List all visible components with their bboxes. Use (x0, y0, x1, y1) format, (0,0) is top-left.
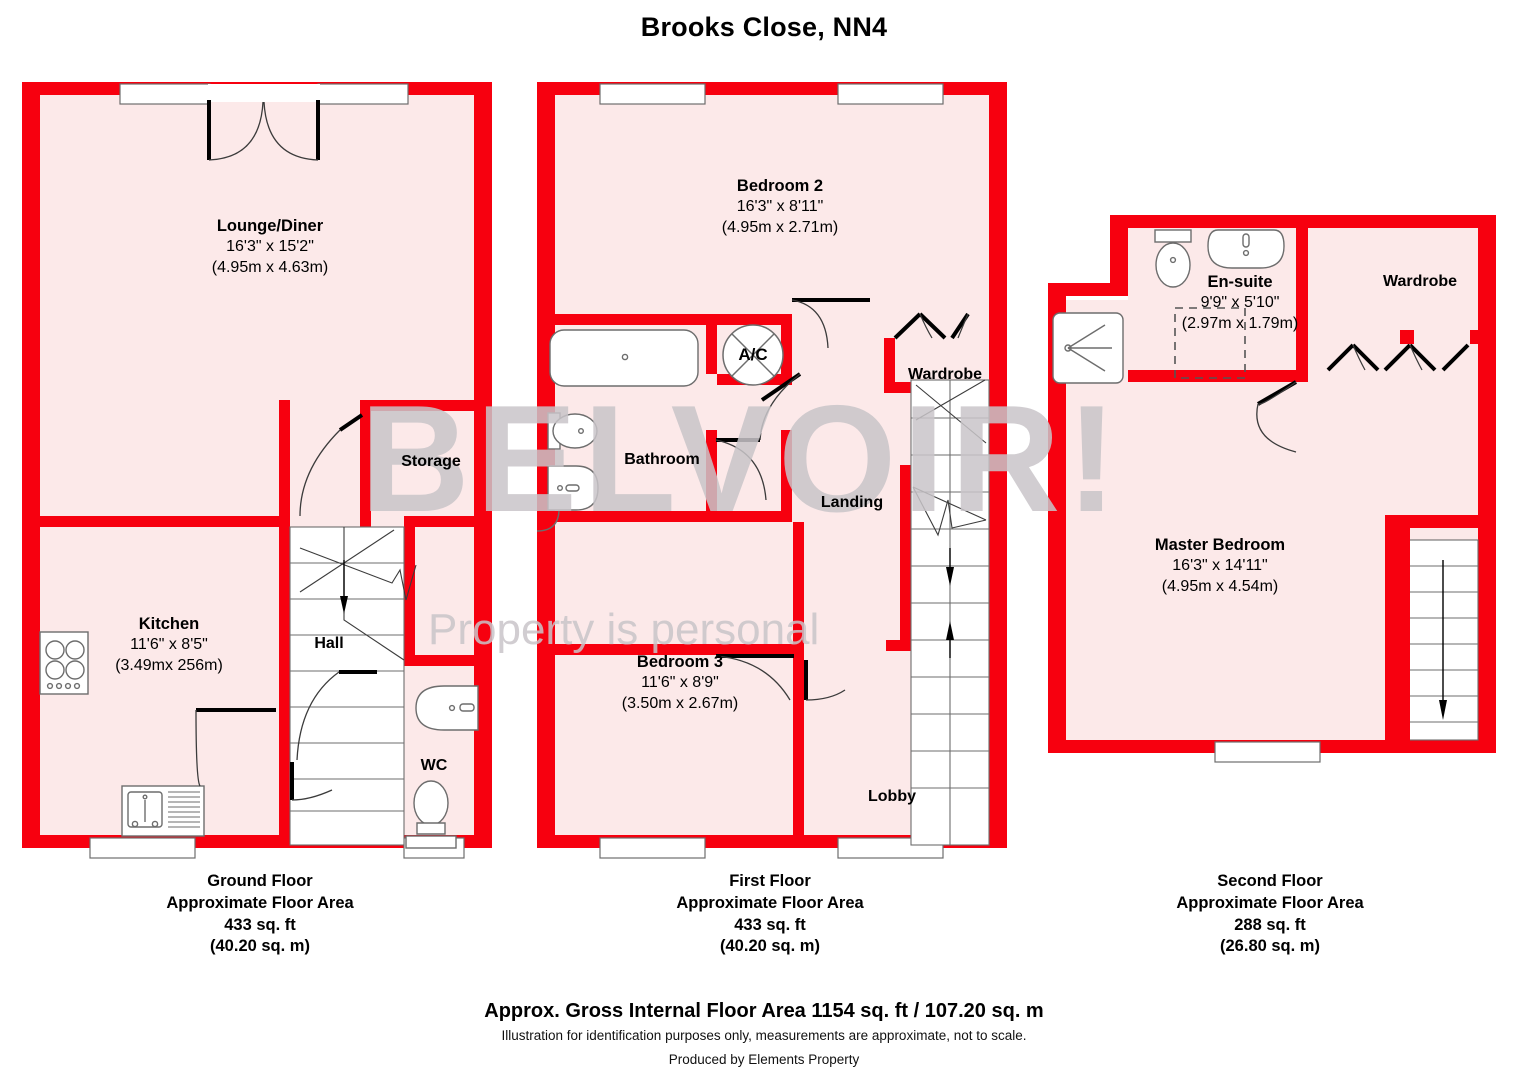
room-label-bathroom: Bathroom (624, 451, 700, 468)
room-label-hall: Hall (314, 635, 344, 652)
room-label-wardrobe-second: Wardrobe (1382, 273, 1458, 290)
room-label-wardrobe-first: Wardrobe (907, 366, 983, 383)
room-label-wc: WC (420, 757, 448, 774)
producer-credit: Produced by Elements Property (668, 1052, 860, 1067)
second-floor-plan (1048, 215, 1496, 763)
room-label-en-suite: En-suite 9'9" x 5'10" (2.97m x 1.79m) (1181, 273, 1299, 332)
gross-floor-area: Approx. Gross Internal Floor Area 1154 s… (484, 1000, 1044, 1022)
floor-footer-first: First Floor Approximate Floor Area 433 s… (676, 872, 864, 956)
page-title: Brooks Close, NN4 (640, 12, 888, 42)
room-label-landing: Landing (820, 494, 884, 511)
first-floor-plan (536, 82, 1007, 859)
room-label-ac: A/C (738, 345, 768, 364)
floor-footer-second: Second Floor Approximate Floor Area 288 … (1176, 872, 1364, 956)
floor-footer-ground: Ground Floor Approximate Floor Area 433 … (166, 872, 354, 956)
room-label-lobby: Lobby (868, 788, 916, 805)
room-label-storage: Storage (401, 453, 461, 470)
room-label-bedroom-3: Bedroom 3 11'6" x 8'9" (3.50m x 2.67m) (621, 653, 739, 712)
disclaimer-text: Illustration for identification purposes… (501, 1028, 1027, 1043)
ground-floor-plan (22, 82, 492, 859)
room-label-kitchen: Kitchen 11'6" x 8'5" (3.49mx 256m) (115, 615, 223, 674)
room-label-master-bedroom: Master Bedroom 16'3" x 14'11" (4.95m x 4… (1154, 536, 1286, 595)
room-label-bedroom-2: Bedroom 2 16'3" x 8'11" (4.95m x 2.71m) (721, 177, 839, 236)
room-label-lounge-diner: Lounge/Diner 16'3" x 15'2" (4.95m x 4.63… (211, 217, 329, 276)
